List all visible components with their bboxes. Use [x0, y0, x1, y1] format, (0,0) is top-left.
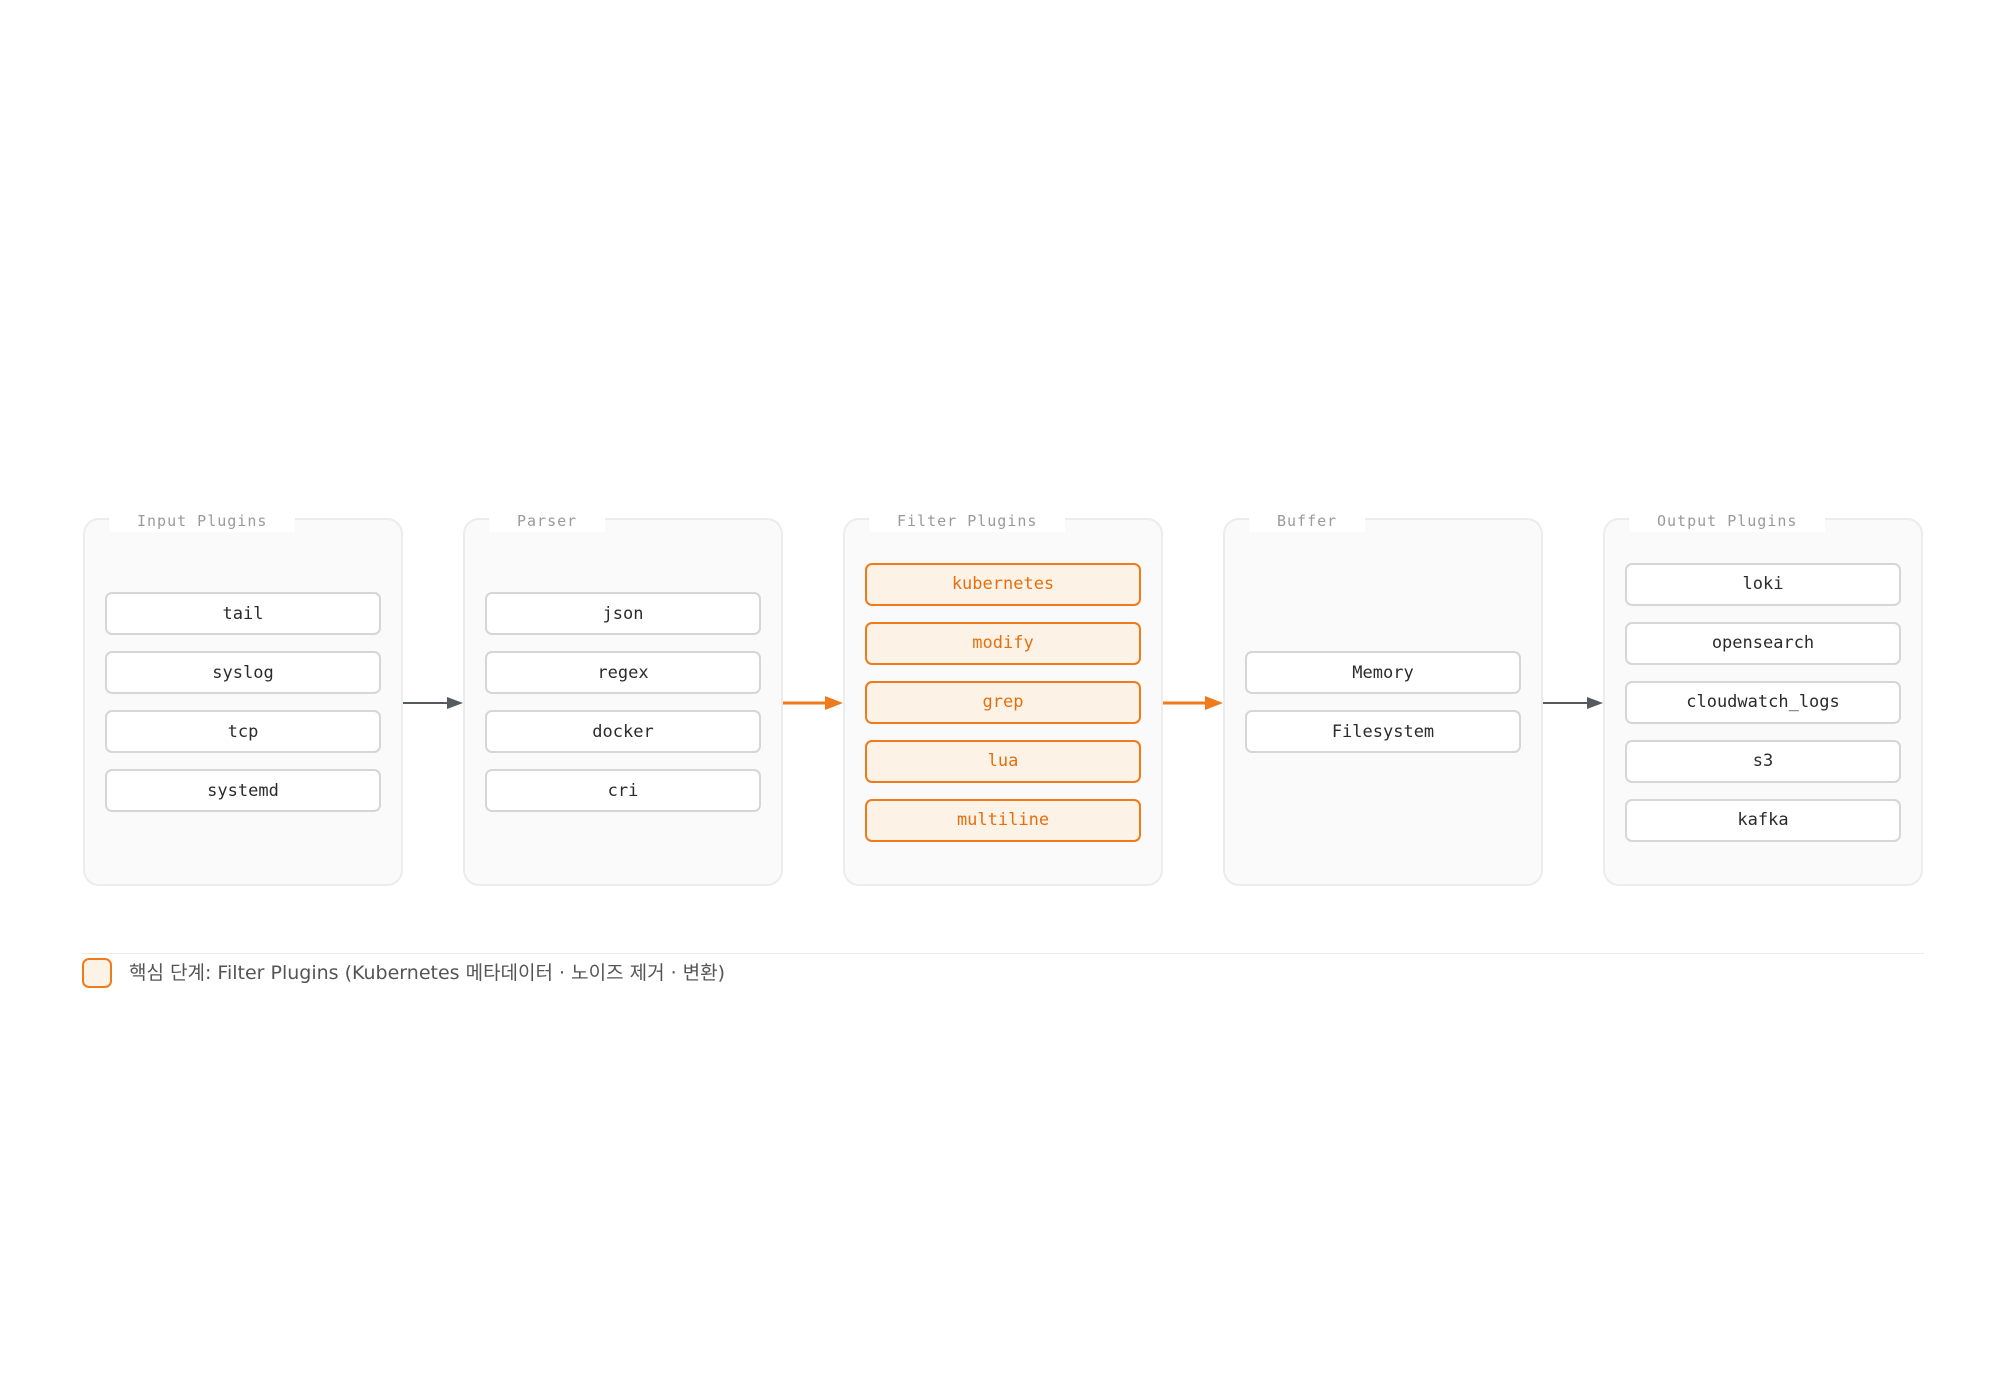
plugin-box-opensearch: opensearch [1625, 621, 1901, 665]
plugin-box-s3: s3 [1625, 739, 1901, 783]
stage-label: Filter Plugins [869, 510, 1066, 532]
plugin-box-cloudwatch-logs: cloudwatch_logs [1625, 680, 1901, 724]
plugin-box-kubernetes: kubernetes [865, 562, 1141, 606]
plugin-box-docker: docker [485, 710, 761, 753]
stage-items: kubernetes modify grep lua multiline [865, 520, 1141, 884]
stage-items: loki opensearch cloudwatch_logs s3 kafka [1625, 520, 1901, 884]
stage-label: Input Plugins [109, 510, 296, 532]
flow-arrow-filter-to-buffer [1163, 696, 1223, 710]
plugin-box-modify: modify [865, 621, 1141, 665]
plugin-box-grep: grep [865, 680, 1141, 724]
stage-items: tail syslog tcp systemd [105, 520, 381, 884]
stage-input-plugins: Input Plugins tail syslog tcp systemd [83, 510, 403, 886]
plugin-box-json: json [485, 592, 761, 635]
flow-arrow-input-to-parser [403, 697, 463, 709]
plugin-box-kafka: kafka [1625, 798, 1901, 842]
plugin-box-tail: tail [105, 592, 381, 635]
legend-swatch [82, 958, 112, 988]
stage-parser: Parser json regex docker cri [463, 510, 783, 886]
stage-buffer: Buffer Memory Filesystem [1223, 510, 1543, 886]
stage-output-plugins: Output Plugins loki opensearch cloudwatc… [1603, 510, 1923, 886]
plugin-box-multiline: multiline [865, 798, 1141, 842]
plugin-box-systemd: systemd [105, 769, 381, 812]
plugin-box-loki: loki [1625, 562, 1901, 606]
plugin-box-cri: cri [485, 769, 761, 812]
legend-text: 핵심 단계: Filter Plugins (Kubernetes 메타데이터 … [129, 962, 726, 984]
flow-arrow-parser-to-filter [783, 696, 843, 710]
plugin-box-filesystem: Filesystem [1245, 710, 1521, 753]
plugin-box-tcp: tcp [105, 710, 381, 753]
plugin-box-syslog: syslog [105, 651, 381, 694]
flow-arrow-buffer-to-output [1543, 697, 1603, 709]
plugin-box-memory: Memory [1245, 651, 1521, 694]
stage-items: Memory Filesystem [1245, 520, 1521, 884]
plugin-box-lua: lua [865, 739, 1141, 783]
stage-items: json regex docker cri [485, 520, 761, 884]
stage-filter-plugins: Filter Plugins kubernetes modify grep lu… [843, 510, 1163, 886]
stage-label: Parser [489, 510, 606, 532]
plugin-box-regex: regex [485, 651, 761, 694]
stage-label: Output Plugins [1629, 510, 1826, 532]
stage-label: Buffer [1249, 510, 1366, 532]
legend-divider [82, 953, 1924, 954]
